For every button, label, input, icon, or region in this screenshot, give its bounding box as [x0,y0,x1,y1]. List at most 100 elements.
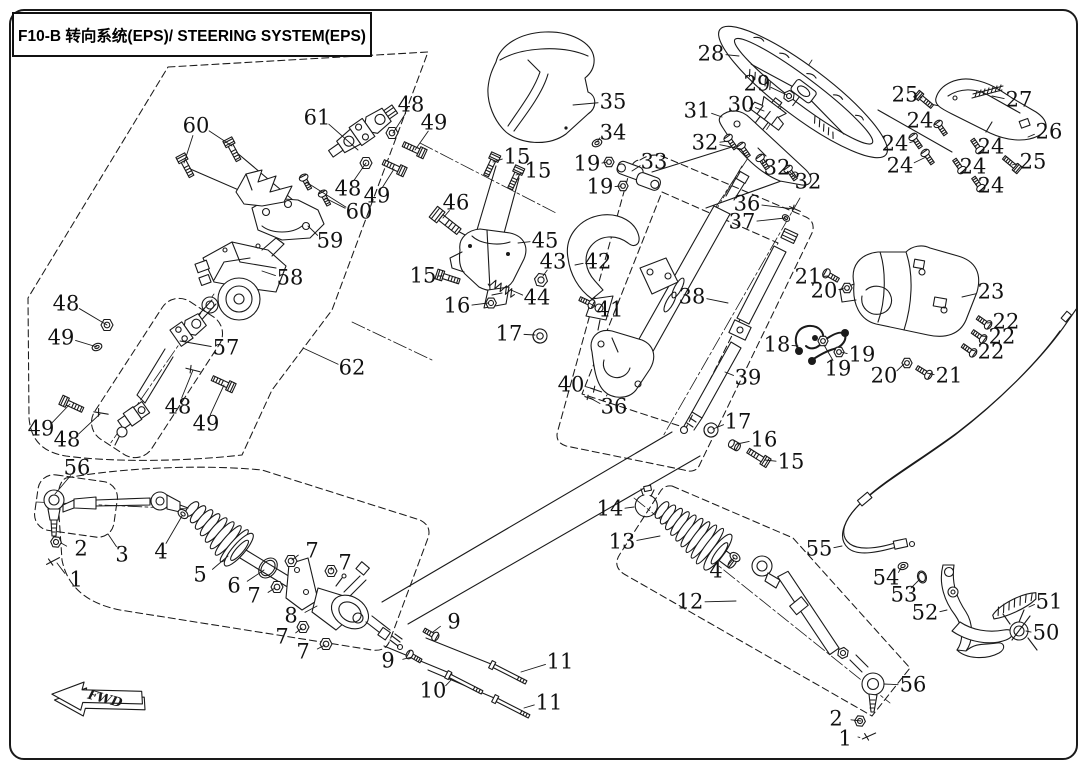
part-bushing [700,419,722,441]
callout-31: 31 [683,98,711,123]
callout-7: 7 [275,624,289,649]
callout-7: 7 [296,639,310,664]
part-pin [788,203,802,216]
callout-29: 29 [743,71,771,96]
part-bolt [434,268,462,287]
callout-22: 22 [988,324,1016,349]
callout-9: 9 [381,648,395,673]
callout-60: 60 [345,199,373,224]
callout-44: 44 [523,285,551,310]
callout-48: 48 [52,291,80,316]
column-mount-bracket [236,170,324,240]
callout-24: 24 [959,154,987,179]
callout-24: 24 [977,134,1005,159]
callout-19: 19 [848,342,876,367]
page-title: F10-B 转向系统(EPS)/ STEERING SYSTEM(EPS) [18,27,366,45]
part-longbolt [488,660,529,687]
callout-1: 1 [69,567,83,592]
callout-45: 45 [531,228,559,253]
callout-24: 24 [881,131,909,156]
callout-54: 54 [872,565,900,590]
callout-60: 60 [182,113,210,138]
callout-4: 4 [709,558,723,583]
callout-19: 19 [573,151,601,176]
callout-32: 32 [794,169,822,194]
callout-50: 50 [1032,620,1060,645]
part-oring [915,569,929,585]
callout-62: 62 [338,355,366,380]
part-bolt [222,136,244,164]
boot-clamp [635,485,657,517]
callout-49: 49 [420,110,448,135]
tie-rod-left [74,492,188,512]
callout-48: 48 [397,92,425,117]
callout-11: 11 [535,690,563,715]
callout-21: 21 [935,363,963,388]
callout-7: 7 [305,538,319,563]
part-screw [918,147,937,167]
callout-56: 56 [63,455,91,480]
callout-13: 13 [608,529,636,554]
part-pin [861,731,878,742]
callout-15: 15 [524,158,552,183]
callout-37: 37 [728,209,756,234]
title-box: F10-B 转向系统(EPS)/ STEERING SYSTEM(EPS) [12,12,372,57]
part-longbolt [444,670,485,697]
callout-14: 14 [596,496,624,521]
callout-55: 55 [805,536,833,561]
throttle-cable [843,308,1077,553]
callout-11: 11 [546,649,574,674]
callout-9: 9 [447,609,461,634]
callout-20: 20 [870,363,898,388]
part-bolt [380,157,408,178]
callout-36: 36 [600,394,628,419]
part-spacer [726,438,743,453]
callout-6: 6 [227,573,241,598]
part-screw [931,118,950,138]
steering-gearbox [240,550,403,650]
callout-41: 41 [596,297,624,322]
callout-48: 48 [53,427,81,452]
callout-34: 34 [599,120,627,145]
part-screw [404,648,424,666]
part-pin [583,393,594,403]
callout-25: 25 [891,82,919,107]
callout-38: 38 [678,284,706,309]
callout-1: 1 [838,726,852,751]
part-bolt [400,139,428,160]
callout-49: 49 [47,325,75,350]
cable-clamp [614,160,663,192]
dash-cover [840,246,979,336]
callout-24: 24 [906,108,934,133]
callout-2: 2 [829,706,843,731]
callout-40: 40 [557,372,585,397]
callout-7: 7 [247,583,261,608]
intermediate-shaft [681,228,798,433]
callout-23: 23 [977,279,1005,304]
callout-3: 3 [115,542,129,567]
callout-17: 17 [495,321,523,346]
tie-rod-right [752,556,843,655]
callout-12: 12 [676,589,704,614]
callout-42: 42 [584,249,612,274]
steering-column-cover [488,32,595,143]
callout-56: 56 [899,672,927,697]
callout-61: 61 [303,105,331,130]
steering-wheel-hub [743,89,793,139]
callout-27: 27 [1005,87,1033,112]
callout-48: 48 [164,394,192,419]
callout-36: 36 [733,191,761,216]
part-screw [913,362,935,382]
callout-25: 25 [1019,149,1047,174]
part-bolt [505,164,526,192]
callout-2: 2 [74,536,88,561]
callout-15: 15 [777,449,805,474]
part-bolt [481,151,502,179]
callout-52: 52 [911,600,939,625]
callout-10: 10 [419,678,447,703]
callout-24: 24 [886,153,914,178]
steering-column [591,172,749,398]
part-screw [959,341,979,360]
